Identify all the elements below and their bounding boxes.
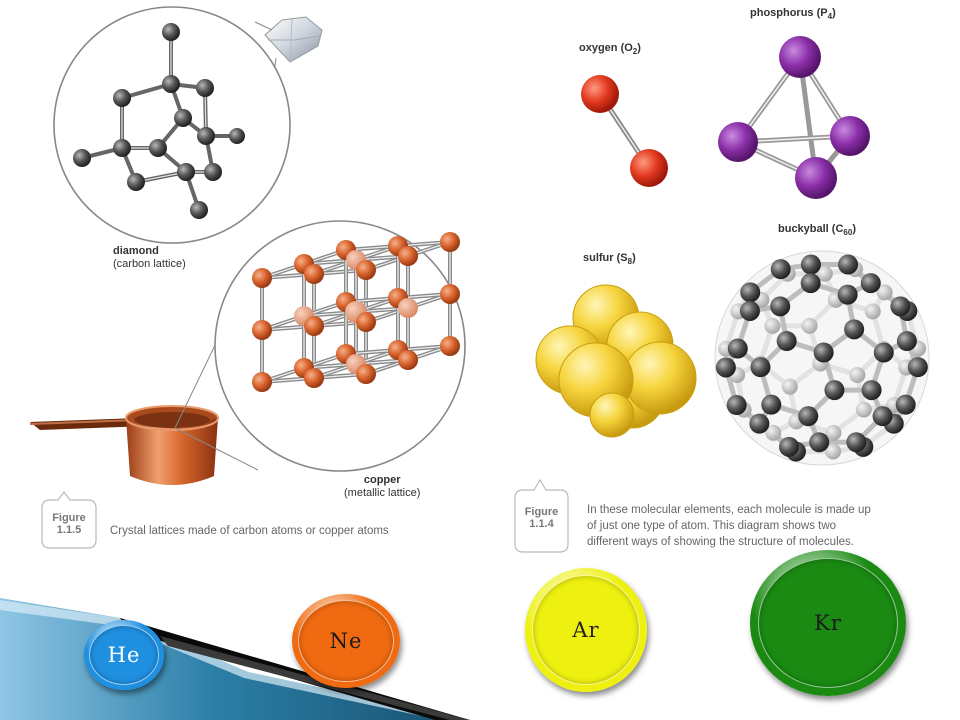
- figure-caption-left: Crystal lattices made of carbon atoms or…: [110, 525, 389, 537]
- sulfur-label-name: sulfur (S: [583, 252, 628, 264]
- diamond-label: diamond (carbon lattice): [113, 245, 186, 271]
- copper-pan-icon: [29, 405, 219, 485]
- argon-button-label: Ar: [572, 618, 600, 642]
- phosphorus-label-name: phosphorus (P: [750, 7, 828, 19]
- figure-tag-right-bubble: [514, 478, 569, 553]
- figure-caption-right: In these molecular elements, each molecu…: [587, 502, 871, 550]
- figure-tag-left-line2: 1.1.5: [56, 524, 82, 536]
- figure-tag-left-bubble: [41, 491, 97, 549]
- figure-caption-right-line: In these molecular elements, each molecu…: [587, 504, 871, 516]
- copper-label-name: copper: [363, 474, 401, 486]
- buckyball-label-sub: 60: [843, 228, 853, 238]
- figure-tag-right-line2: 1.1.4: [529, 518, 554, 530]
- sulfur-molecule: [535, 284, 697, 438]
- sulfur-label: sulfur (S8): [583, 252, 636, 267]
- diamond-lattice-circle: [53, 6, 291, 244]
- copper-label: copper (metallic lattice): [344, 474, 420, 500]
- diamond-label-name: diamond: [113, 245, 159, 257]
- phosphorus-molecule: [718, 36, 870, 199]
- argon-button[interactable]: Ar: [525, 568, 647, 692]
- figure-caption-right-line: of just one type of atom. This diagram s…: [587, 520, 837, 532]
- buckyball-label: buckyball (C60): [778, 223, 856, 238]
- diamond-illustration: [53, 6, 323, 244]
- figure-caption-right-line: different ways of showing the structure …: [587, 536, 854, 548]
- phosphorus-label-sub: 4: [827, 12, 833, 22]
- copper-illustration: [29, 220, 466, 485]
- helium-button[interactable]: He: [84, 620, 164, 690]
- decorative-blue-bar: [0, 598, 470, 720]
- oxygen-label-name: oxygen (O: [579, 42, 633, 54]
- diamond-label-sub: (carbon lattice): [113, 258, 186, 270]
- copper-label-sub: (metallic lattice): [344, 487, 421, 499]
- krypton-button[interactable]: Kr: [750, 550, 906, 696]
- figure-tag-left-line1: Figure: [52, 512, 86, 524]
- buckyball-molecule: [714, 250, 930, 466]
- figure-tag-right: Figure 1.1.4: [517, 506, 566, 530]
- figure-tag-left: Figure 1.1.5: [44, 512, 94, 536]
- oxygen-label: oxygen (O2): [579, 42, 641, 57]
- krypton-button-label: Kr: [814, 611, 842, 635]
- oxygen-label-sub: 2: [632, 47, 638, 57]
- figure-tag-right-line1: Figure: [524, 506, 559, 518]
- neon-button[interactable]: Ne: [292, 594, 400, 688]
- neon-button-label: Ne: [329, 629, 363, 653]
- sulfur-label-sub: 8: [627, 257, 633, 267]
- phosphorus-label: phosphorus (P4): [750, 7, 836, 22]
- oxygen-molecule: [581, 75, 668, 187]
- buckyball-label-name: buckyball (C: [778, 223, 844, 235]
- helium-button-label: He: [107, 643, 141, 667]
